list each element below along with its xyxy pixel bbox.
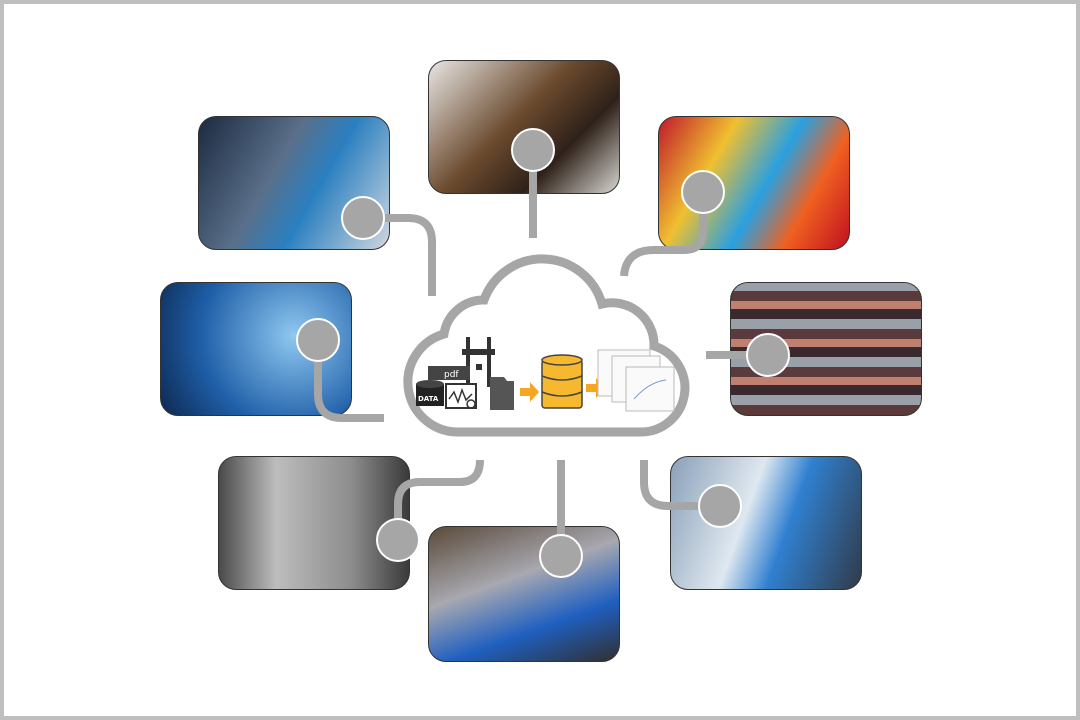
connectors-layer: pdf DATA — [296, 128, 790, 578]
pdf-document-icon: pdf — [428, 366, 470, 380]
connector — [363, 214, 436, 296]
connector — [314, 340, 384, 422]
connector — [620, 192, 707, 277]
node-circle — [698, 484, 742, 528]
folder-icon — [490, 377, 514, 410]
arrow-icon — [520, 382, 539, 402]
report-screens-icon — [597, 349, 675, 412]
database-icon — [541, 354, 583, 409]
pdf-label: pdf — [444, 370, 459, 380]
node-circle — [296, 318, 340, 362]
node-circle — [681, 170, 725, 214]
data-cylinder-icon: DATA — [416, 380, 444, 406]
node-circle — [376, 518, 420, 562]
vr-engineer-photo — [670, 456, 862, 590]
node-circle — [746, 333, 790, 377]
test-machine-icon — [462, 337, 495, 387]
node-circle — [341, 196, 385, 240]
node-circle — [539, 534, 583, 578]
connector — [640, 460, 720, 510]
connector — [394, 459, 484, 540]
steel-coil-photo — [428, 526, 620, 662]
node-circle — [511, 128, 555, 172]
battery-photo — [428, 60, 620, 194]
chart-magnifier-icon — [445, 383, 477, 409]
additive-manufacturing-photo — [218, 456, 410, 590]
data-label: DATA — [418, 395, 439, 403]
